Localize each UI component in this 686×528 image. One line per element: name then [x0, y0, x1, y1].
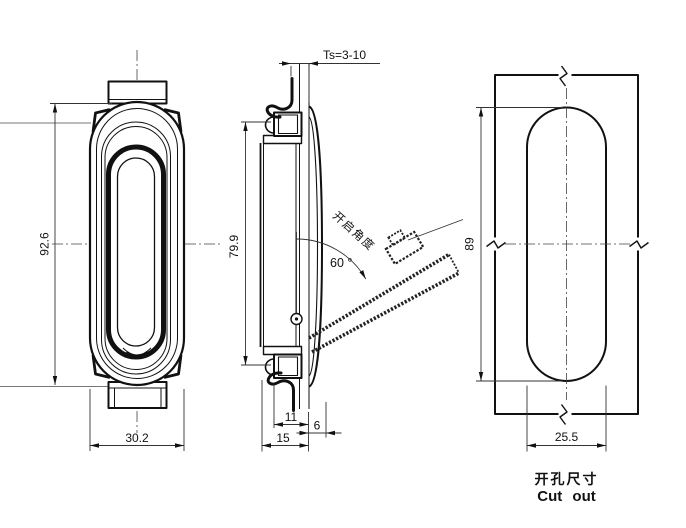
mounting-ear-top-right: [163, 108, 183, 133]
handle-grip-outer: [106, 144, 166, 360]
bottom-spring-clip: [266, 371, 295, 412]
dim-panel-thickness: Ts=3-10: [279, 48, 380, 102]
front-top-tab: [107, 80, 168, 105]
bottom-clamp-inner: [277, 356, 299, 377]
flange-profile-outer: [308, 105, 323, 388]
angle-arc-arrow: [359, 270, 366, 279]
dim-panel-thickness-label: Ts=3-10: [323, 48, 366, 62]
dim-front-height-label: 92.6: [38, 232, 52, 256]
escutcheon-body: [88, 100, 186, 387]
dim-front-height: 92.6: [38, 103, 112, 385]
mounting-ear-bottom-right: [163, 354, 183, 379]
flange-profile-inner: [308, 116, 319, 377]
cutout-view: 89 25.5 开孔尺寸 Cut out: [463, 65, 649, 505]
angle-arc: [296, 238, 367, 280]
latch-tip: [387, 229, 407, 247]
dim-body-height: 79.9: [227, 121, 271, 366]
top-bolt-head: [264, 116, 275, 134]
dim-cutout-height-label: 89: [463, 237, 477, 251]
side-view: 开启角度 60 ° Ts=3-10 79.9 11 6: [227, 48, 464, 452]
open-handle-leader: [407, 219, 464, 241]
dim-clip-width-label: 11: [285, 410, 298, 424]
top-clamp-block: [273, 111, 303, 137]
open-angle-caption: 开启角度: [330, 208, 378, 253]
open-angle-value: 60 °: [330, 256, 352, 270]
cutout-caption-en: Cut out: [537, 488, 595, 505]
top-clamp-inner: [277, 114, 299, 135]
dim-front-width-label: 30.2: [125, 431, 149, 445]
top-spring-clip: [265, 77, 294, 119]
recess-floor-arcs: [122, 347, 152, 357]
dim-protrusion-label: 6: [314, 419, 321, 433]
open-handle-edge-2: [311, 271, 460, 354]
dim-cutout-width-label: 25.5: [555, 430, 579, 444]
dim-cutout-height: 89: [463, 107, 563, 382]
pivot-screw-center: [294, 317, 299, 321]
dim-depth-label: 15: [276, 431, 290, 445]
open-handle-latch: [384, 229, 425, 266]
break-marks: [486, 65, 649, 425]
dim-body-height-label: 79.9: [227, 234, 241, 258]
mounting-ear-top-left: [91, 108, 111, 133]
dim-depths: 11 6 15: [261, 380, 342, 452]
dim-front-width: 30.2: [89, 389, 185, 451]
recess-rim-mid: [101, 121, 171, 375]
front-view: 92.6 30.2: [0, 50, 220, 451]
dim-cutout-width: 25.5: [526, 385, 607, 452]
open-handle-end: [448, 254, 460, 274]
handle-grip-inner: [116, 157, 156, 347]
cutout-caption-zh: 开孔尺寸: [535, 471, 599, 487]
bottom-step-plate: [262, 345, 303, 356]
recess-rim-inner: [104, 126, 168, 370]
front-bottom-tab-edges: [108, 387, 167, 408]
mounting-ear-bottom-left: [91, 354, 111, 379]
recess-rim-outer: [96, 108, 178, 379]
